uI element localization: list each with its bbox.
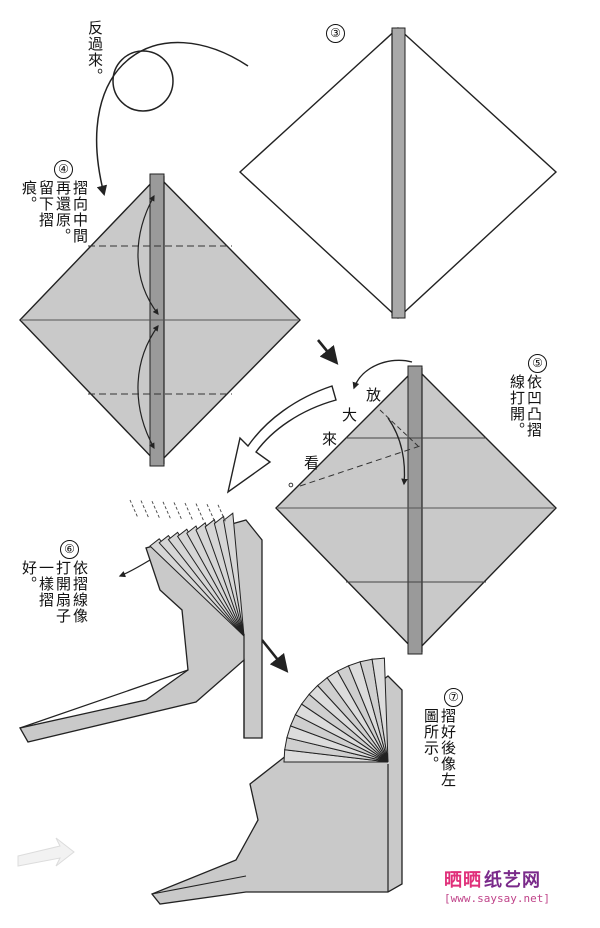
zoom-note-char-2: 大: [342, 406, 358, 424]
step3-edge-strip: [391, 27, 406, 319]
step5-dashed-diagonal-2: [379, 409, 419, 447]
fan6-crease-tick: [151, 501, 161, 520]
step7-fan-pleats: [283, 657, 389, 763]
step4-fold-arrow-upper: [137, 194, 159, 315]
step6-to-7-arrow: [260, 639, 289, 673]
step7-diagram: [150, 657, 403, 905]
flip-arrow-path: [95, 41, 249, 197]
step5-zoom-arrow-top: [352, 359, 413, 390]
zoom-arrow: [226, 385, 337, 494]
zoom-note-char-5: 。: [288, 472, 304, 490]
step7-instruction: 摺好後像左圖所示。: [422, 708, 457, 788]
fan6-crease-tick: [206, 504, 216, 523]
step5-edge-strip: [407, 365, 423, 655]
step6-diagram: [18, 499, 263, 743]
zoom-arrow-shape: [226, 385, 337, 494]
step4-to-5-arrow: [316, 339, 339, 365]
fan6-crease-tick: [173, 502, 183, 521]
watermark-logo-part1: 晒晒: [444, 870, 482, 891]
step5-dashed-diagonal: [299, 445, 421, 487]
step6-instruction: 依摺線像打開扇子一樣摺好。: [20, 560, 89, 624]
fan6-crease-tick: [195, 503, 205, 522]
fan6-crease-tick: [184, 502, 194, 522]
step4-fold-arrow-lower: [137, 325, 159, 450]
step5-open-arrow: [387, 417, 408, 486]
fan6-crease-tick: [129, 499, 139, 519]
fan6-crease-tick: [217, 504, 227, 523]
step6-number: ⑥: [60, 540, 79, 559]
step4-instruction: 摺向中間再還原。留下摺痕。: [20, 180, 89, 244]
faint-ghost-arrow: [17, 837, 75, 867]
step5-diagram: [275, 359, 557, 655]
step5-number: ⑤: [528, 354, 547, 373]
step6-crease-ticks: [129, 499, 227, 523]
step7-number: ⑦: [444, 688, 463, 707]
step6-pull-arrow: [118, 559, 151, 578]
fan6-pleat: [223, 512, 245, 637]
zoom-note-char-4: 看: [304, 454, 320, 472]
flip-arrow: [95, 41, 249, 197]
step4-number: ④: [54, 160, 73, 179]
flip-instruction: 反過來。: [86, 20, 104, 84]
watermark: 晒晒 纸艺网 [www.saysay.net]: [444, 866, 594, 916]
step6-fan-pleats: [149, 512, 245, 637]
watermark-url: [www.saysay.net]: [444, 892, 550, 905]
zoom-note-char-1: 放: [366, 386, 382, 404]
fan7-pleat: [371, 657, 389, 763]
flip-circle: [112, 50, 174, 112]
step6-neck-edge: [19, 669, 189, 729]
step3-diagram: [238, 27, 558, 319]
step4-diagram: [19, 173, 301, 467]
watermark-logo-part2: 纸艺网: [484, 870, 541, 891]
fan6-crease-tick: [162, 501, 172, 520]
step7-neck-edge: [151, 875, 247, 895]
fan6-crease-tick: [140, 500, 150, 519]
step5-instruction: 依凹凸摺線打開。: [508, 374, 543, 438]
zoom-note-char-3: 來: [322, 430, 338, 448]
step3-number: ③: [326, 24, 345, 43]
